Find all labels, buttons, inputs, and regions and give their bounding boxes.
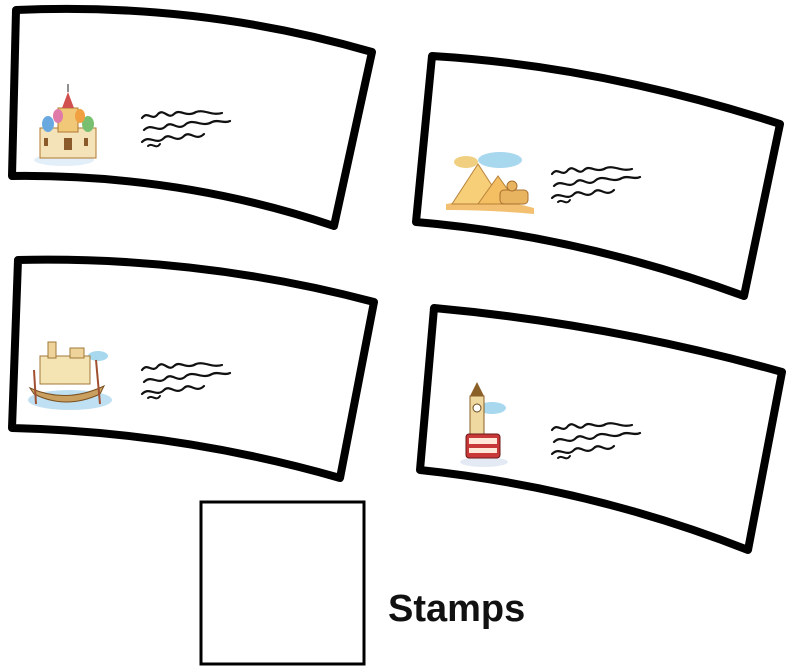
- postcard-2: [416, 56, 780, 296]
- stamp-box: [201, 502, 364, 664]
- stamps-label: Stamps: [388, 590, 525, 628]
- postcard-3: [12, 260, 374, 478]
- postcard-4: [420, 308, 782, 550]
- postcard-1: [12, 9, 372, 226]
